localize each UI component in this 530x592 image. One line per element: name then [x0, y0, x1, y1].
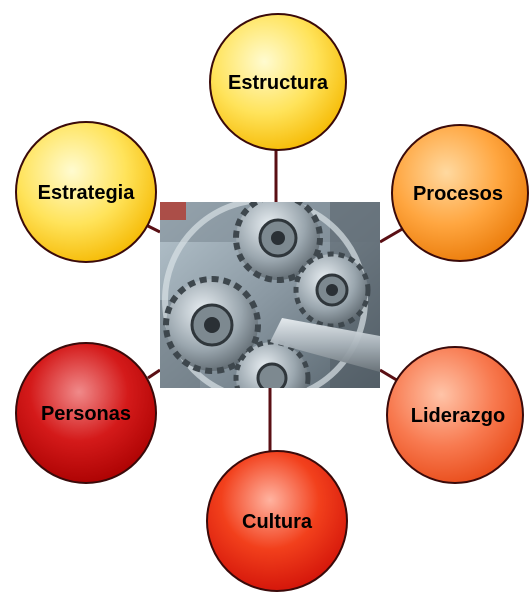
node-circle [206, 450, 348, 592]
connector-personas [147, 368, 161, 380]
connector-estrategia [147, 224, 161, 234]
node-circle [15, 342, 157, 484]
node-cultura: Cultura [206, 450, 348, 592]
node-label: Cultura [242, 511, 313, 533]
gear-top [233, 202, 323, 283]
node-estructura: Estructura [209, 13, 347, 151]
shaft [270, 318, 380, 372]
center-gears-image [160, 202, 380, 388]
node-circle [209, 13, 347, 151]
node-label: Personas [41, 403, 131, 425]
node-procesos: Procesos [391, 124, 529, 262]
node-circle [15, 121, 157, 263]
gear-bottom [233, 339, 311, 388]
node-label: Estructura [228, 72, 329, 94]
node-label: Estrategia [38, 182, 136, 204]
gear-right [293, 251, 371, 329]
node-estrategia: Estrategia [15, 121, 157, 263]
node-label: Liderazgo [411, 405, 505, 427]
gear-left [163, 276, 261, 374]
node-liderazgo: Liderazgo [386, 346, 524, 484]
node-personas: Personas [15, 342, 157, 484]
node-label: Procesos [413, 183, 503, 205]
node-circle [386, 346, 524, 484]
node-circle [391, 124, 529, 262]
connector-procesos [379, 226, 405, 244]
